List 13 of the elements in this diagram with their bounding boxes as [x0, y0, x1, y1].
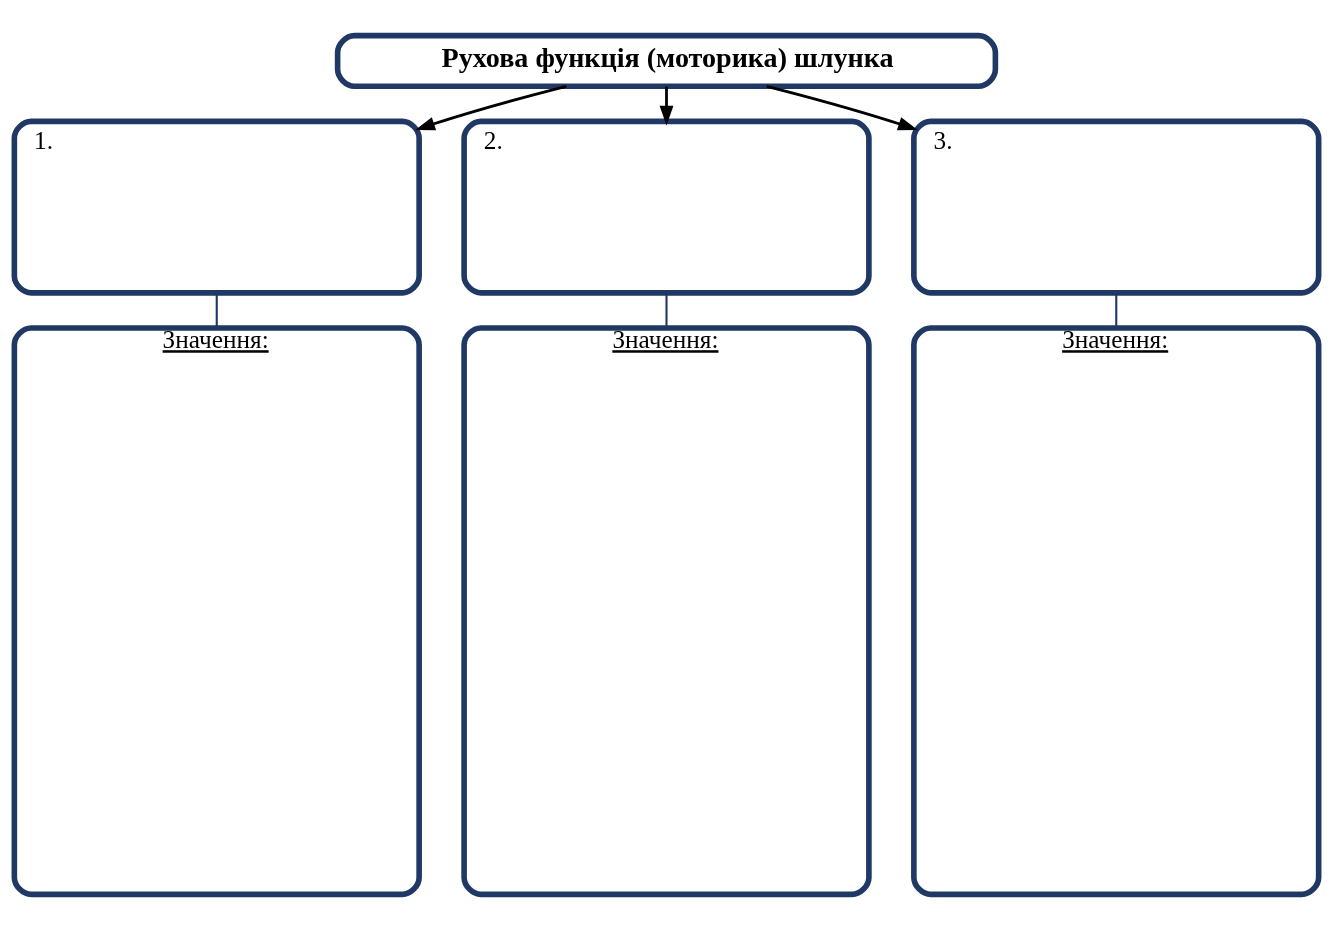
node-box: Значення:	[11, 324, 422, 897]
node-box: 2.	[461, 118, 872, 296]
node-box: Рухова функція (моторика) шлунка	[334, 32, 999, 89]
arrow	[659, 86, 674, 126]
connector	[215, 292, 218, 328]
connector	[1115, 292, 1118, 328]
node-box: Значення:	[461, 324, 872, 897]
arrow	[415, 84, 567, 130]
node-box: 1.	[11, 118, 422, 296]
node-box: Значення:	[911, 324, 1322, 897]
connector	[665, 292, 668, 328]
arrow	[766, 84, 918, 130]
node-box: 3.	[911, 118, 1322, 296]
